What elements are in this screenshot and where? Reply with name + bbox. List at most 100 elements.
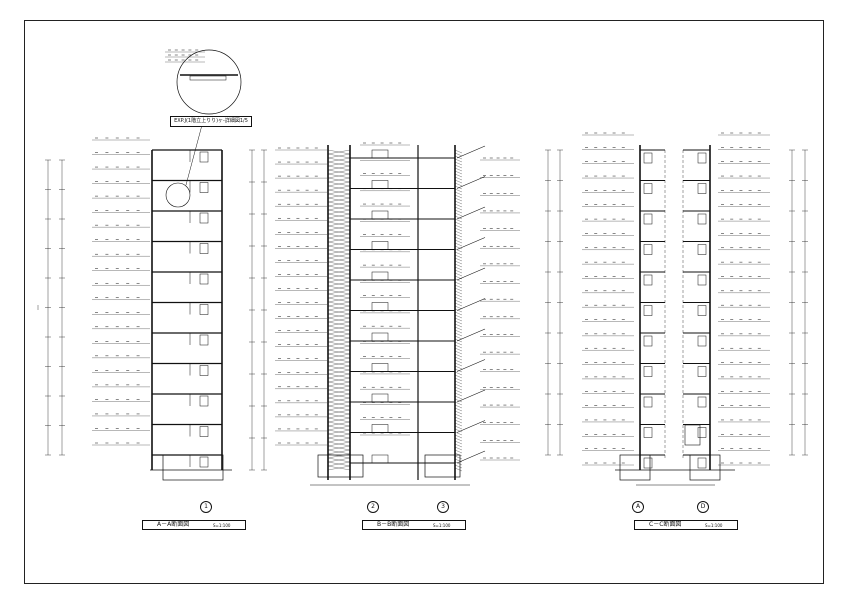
brick-b: [327, 345, 351, 351]
hatch-b-right: [454, 410, 463, 415]
brick-b: [327, 249, 351, 255]
brick-b: [327, 333, 351, 339]
hatch-b-right: [454, 374, 463, 379]
window-c-left: [643, 244, 653, 255]
hatch-b-right: [454, 398, 463, 403]
hatch-b-right: [454, 212, 463, 217]
hatch-b-right: [454, 182, 463, 187]
window-c-right: [697, 366, 707, 377]
hatch-b-right: [454, 272, 463, 277]
window-b: [371, 424, 389, 433]
brick-b: [327, 281, 351, 287]
hatch-b-right: [454, 155, 463, 160]
hatch-b-right: [454, 194, 463, 199]
brick-b: [327, 257, 351, 263]
brick-b: [327, 197, 351, 203]
hatch-b-right: [454, 152, 463, 157]
hatch-b-right: [454, 353, 463, 358]
section-scale-b: S=1:100: [433, 523, 451, 528]
brick-b: [327, 425, 351, 431]
hatch-b-right: [454, 431, 463, 436]
hatch-b-right: [454, 257, 463, 262]
brick-b: [327, 381, 351, 387]
hatch-b-right: [454, 176, 463, 181]
hatch-b-right: [454, 449, 463, 454]
brick-b: [327, 437, 351, 443]
section-title-box-a: A－A断面図 S=1:100: [142, 520, 246, 530]
section-scale-c: S=1:100: [705, 523, 723, 528]
window-c-left: [643, 396, 653, 408]
hatch-b-right: [454, 209, 463, 214]
brick-b: [327, 217, 351, 223]
hatch-b-right: [454, 305, 463, 310]
hatch-b-right: [454, 188, 463, 193]
hatch-b-right: [454, 383, 463, 388]
brick-b: [327, 377, 351, 383]
brick-b: [327, 245, 351, 251]
window-c-right: [697, 305, 707, 316]
brick-b: [327, 221, 351, 227]
hatch-b-right: [454, 314, 463, 319]
brick-b: [327, 385, 351, 391]
detail-joint: [189, 75, 227, 81]
grid-mark-3: 3: [437, 501, 449, 513]
grid-mark-a: A: [632, 501, 644, 513]
brick-b: [327, 465, 351, 471]
hatch-b-right: [454, 332, 463, 337]
window-c-left: [643, 366, 653, 377]
brick-b: [327, 461, 351, 467]
brick-b: [327, 317, 351, 323]
hatch-b-right: [454, 380, 463, 385]
brick-b: [327, 185, 351, 191]
brick-b: [327, 389, 351, 395]
brick-b: [327, 393, 351, 399]
hatch-b-right: [454, 338, 463, 343]
hatch-b-right: [454, 308, 463, 313]
hatch-b-right: [454, 248, 463, 253]
hatch-b-right: [454, 239, 463, 244]
brick-b: [327, 321, 351, 327]
hatch-b-right: [454, 278, 463, 283]
hatch-b-right: [454, 428, 463, 433]
hatch-b-right: [454, 269, 463, 274]
hatch-b-right: [454, 392, 463, 397]
hatch-b-right: [454, 161, 463, 166]
stair-b: [456, 267, 486, 281]
hatch-b-right: [454, 275, 463, 280]
stair-b: [456, 176, 486, 189]
brick-b: [327, 449, 351, 455]
brick-b: [327, 429, 351, 435]
window-c-right: [697, 213, 707, 225]
window-b: [371, 241, 389, 250]
brick-b: [327, 373, 351, 379]
window-c-left: [643, 305, 653, 316]
hatch-b-right: [454, 287, 463, 292]
brick-b: [327, 305, 351, 311]
foundation-c-right: [689, 454, 721, 481]
hatch-b-right: [454, 464, 463, 469]
brick-b: [327, 301, 351, 307]
hatch-b-right: [454, 164, 463, 169]
hatch-b-right: [454, 326, 463, 331]
window-b: [371, 302, 389, 311]
window-c-right: [697, 244, 707, 255]
hatch-b-right: [454, 329, 463, 334]
foundation-b: [317, 454, 364, 478]
hatch-b-right: [454, 221, 463, 226]
sheet-frame: [24, 20, 824, 584]
window-b: [371, 271, 389, 281]
section-title-box-b: B－B断面図 S=1:100: [362, 520, 466, 530]
section-title-c: C－C断面図: [649, 521, 682, 528]
brick-b: [327, 285, 351, 291]
hatch-b-right: [454, 233, 463, 238]
brick-b: [327, 205, 351, 211]
brick-b: [327, 341, 351, 347]
hatch-b-right: [454, 452, 463, 457]
window-a: [199, 151, 209, 163]
window-c-left: [643, 427, 653, 438]
stair-b: [456, 206, 486, 220]
brick-b: [327, 193, 351, 199]
hatch-b-right: [454, 446, 463, 451]
brick-b: [327, 269, 351, 275]
